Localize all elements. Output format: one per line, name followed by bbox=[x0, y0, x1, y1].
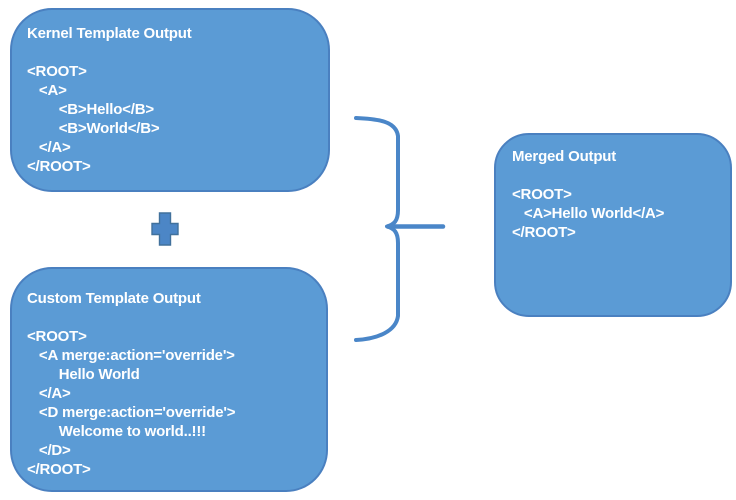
kernel-template-output-box: Kernel Template Output <ROOT> <A> <B>Hel… bbox=[10, 8, 330, 192]
merged-box-title: Merged Output bbox=[512, 148, 617, 165]
merged-box-code: <ROOT> <A>Hello World</A> </ROOT> bbox=[512, 186, 665, 241]
custom-template-output-box: Custom Template Output <ROOT> <A merge:a… bbox=[10, 267, 328, 492]
right-brace-icon bbox=[354, 116, 400, 342]
custom-box-code: <ROOT> <A merge:action='override'> Hello… bbox=[27, 328, 236, 478]
kernel-box-title: Kernel Template Output bbox=[27, 25, 192, 42]
kernel-box-code: <ROOT> <A> <B>Hello</B> <B>World</B> </A… bbox=[27, 63, 160, 175]
custom-box-title: Custom Template Output bbox=[27, 290, 201, 307]
merged-output-box: Merged Output <ROOT> <A>Hello World</A> … bbox=[494, 133, 732, 317]
plus-icon bbox=[151, 212, 179, 246]
